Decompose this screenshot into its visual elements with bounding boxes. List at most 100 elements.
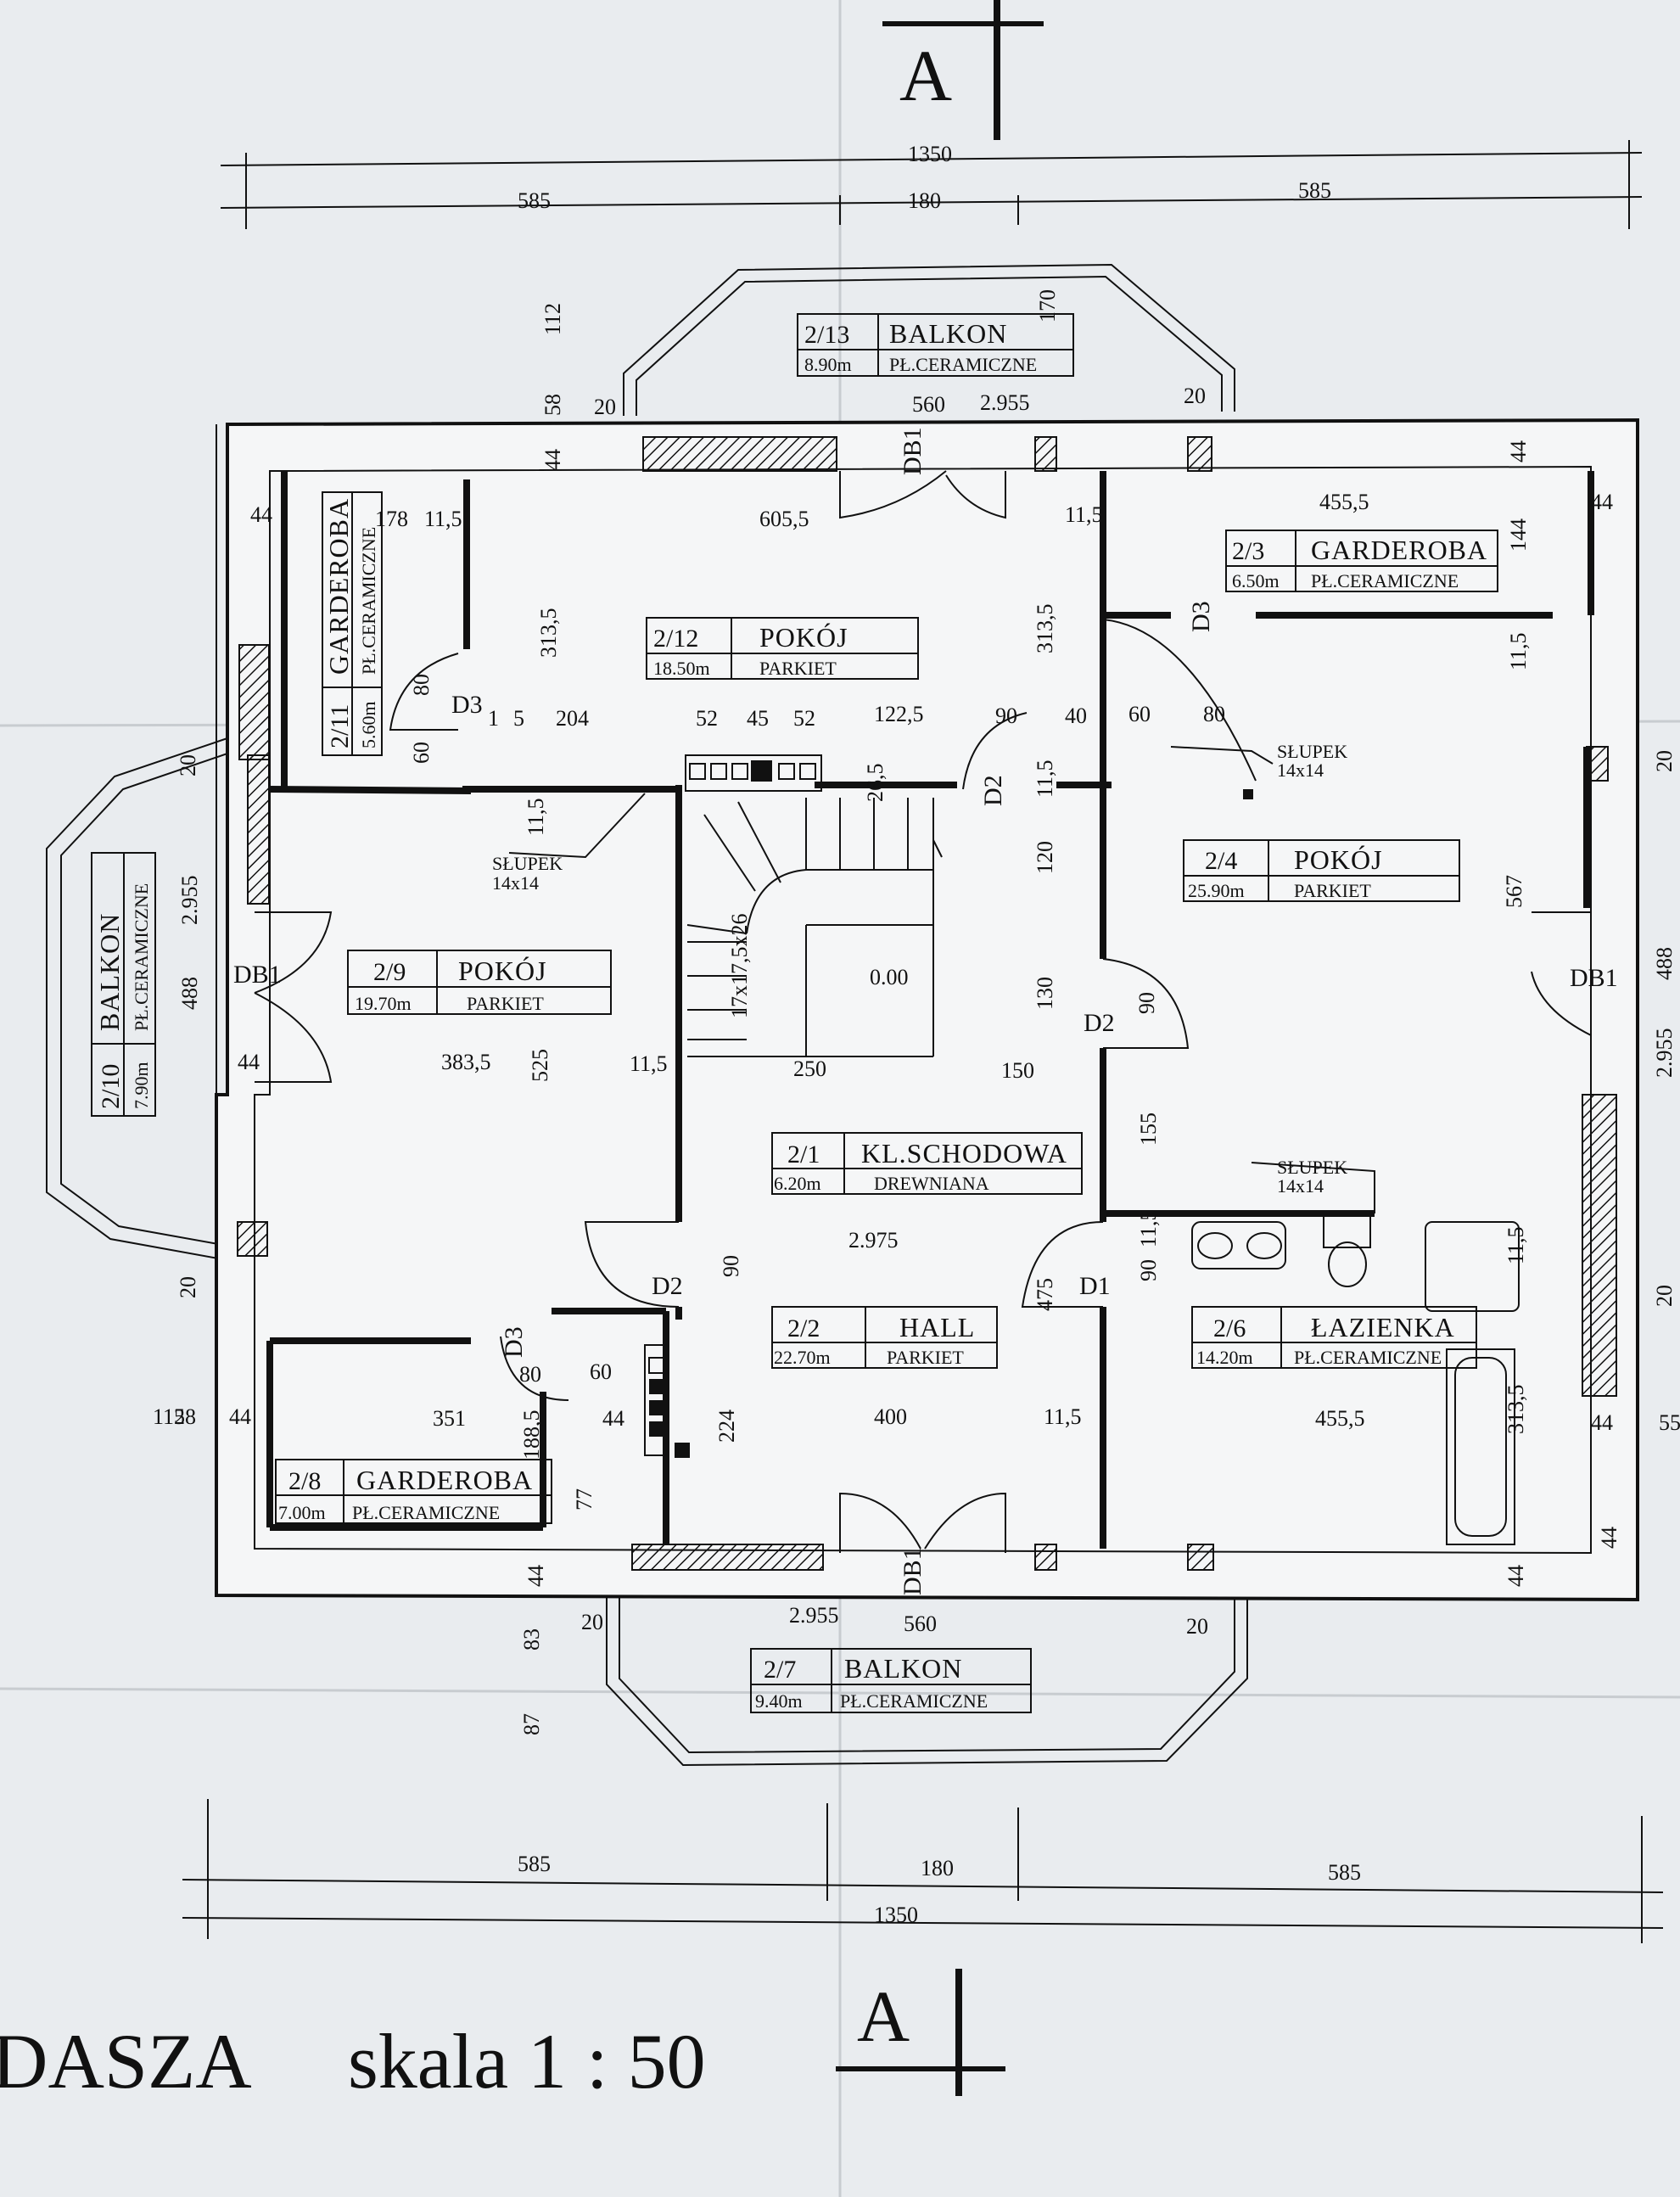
- interior-walls: [266, 471, 1594, 1549]
- label-dimensions-d_44: 44: [1591, 1410, 1613, 1435]
- room-2-9-label: 2/9 POKÓJ 19.70m PARKIET: [347, 950, 612, 1015]
- label-rooms-r24-floor: PARKIET: [1294, 880, 1371, 901]
- label-rooms-r21-num: 2/1: [787, 1141, 820, 1169]
- label-dimensions-d_20: 20: [176, 754, 200, 776]
- label-dimensions-d_77: 77: [572, 1488, 596, 1510]
- label-rooms-r213-name: BALKON: [889, 318, 1007, 349]
- label-rooms-r211-area: 5.60m: [358, 701, 379, 748]
- label-dimensions-d_90: 90: [995, 703, 1017, 728]
- label-dimensions-d_488: 488: [1652, 947, 1677, 980]
- slupki: [508, 746, 1375, 1458]
- label-dimensions-d_44: 44: [238, 1050, 260, 1074]
- label-dimensions-d_555: 55: [1659, 1410, 1680, 1435]
- label-dimensions-d_44: 44: [1506, 440, 1531, 462]
- bathroom-fixtures: [1191, 1213, 1520, 1545]
- label-dimensions-d_115: 11,5: [1136, 1209, 1161, 1247]
- label-dimensions-d_6055: 605,5: [759, 507, 809, 531]
- label-rooms-r29-num: 2/9: [373, 958, 406, 986]
- label-rooms-r212-area: 18.50m: [653, 658, 710, 679]
- label-dimensions-d_144: 144: [1506, 518, 1531, 552]
- room-2-1-label: 2/1 KL.SCHODOWA 6.20m DREWNIANA: [771, 1132, 1083, 1195]
- label-dimensions-d_567: 567: [1502, 875, 1526, 908]
- label-dimensions-d_44: 44: [250, 502, 272, 527]
- label-labels-d2: D2: [979, 775, 1007, 806]
- room-2-2-label: 2/2 HALL 22.70m PARKIET: [771, 1306, 998, 1369]
- label-dimensions-d_488: 488: [177, 977, 202, 1010]
- label-rooms-r26-num: 2/6: [1213, 1314, 1246, 1342]
- label-rooms-r213-area: 8.90m: [804, 354, 852, 375]
- label-rooms-r23-name: GARDEROBA: [1311, 535, 1487, 565]
- label-rooms-r210-num: 2/10: [97, 1064, 125, 1109]
- label-dimensions-d_20: 20: [1652, 750, 1677, 772]
- label-dimensions-d_3835: 383,5: [441, 1050, 491, 1074]
- label-labels-slupek_size: 14x14: [1277, 759, 1324, 781]
- balcony-2-13-outline: [623, 263, 1235, 416]
- label-rooms-r28-floor: PŁ.CERAMICZNE: [352, 1502, 500, 1523]
- label-rooms-r27-floor: PŁ.CERAMICZNE: [840, 1690, 988, 1712]
- label-dimensions-d_3135: 313,5: [1033, 604, 1057, 654]
- label-dimensions-d_20: 20: [594, 395, 616, 419]
- label-rooms-r29-name: POKÓJ: [458, 956, 547, 986]
- label-dimensions-d_130: 130: [1033, 977, 1057, 1010]
- label-rooms-r22-num: 2/2: [787, 1314, 820, 1342]
- label-rooms-r24-num: 2/4: [1205, 847, 1237, 875]
- staircase: [685, 754, 943, 1057]
- bottom-dimensions: 585 180 585 1350: [182, 1799, 1664, 1943]
- plan-title: DASZA: [0, 2018, 252, 2105]
- label-rooms-r23-floor: PŁ.CERAMICZNE: [1311, 570, 1459, 591]
- room-2-4-label: 2/4 POKÓJ 25.90m PARKIET: [1183, 839, 1460, 902]
- plan-scale: skala 1 : 50: [348, 2018, 706, 2105]
- label-labels-d2: D2: [1084, 1009, 1115, 1037]
- label-rooms-r22-floor: PARKIET: [887, 1347, 964, 1368]
- label-dimensions-d_115: 11,5: [424, 507, 462, 531]
- label-rooms-r211-floor: PŁ.CERAMICZNE: [358, 527, 379, 675]
- label-dimensions-d_52: 52: [696, 706, 718, 731]
- label-rooms-r210-area: 7.90m: [131, 1062, 152, 1109]
- label-dimensions-d_2955: 2.955: [177, 876, 202, 926]
- label-dimensions-d_115: 11,5: [1065, 502, 1103, 527]
- label-dimensions-d_90: 90: [719, 1255, 743, 1277]
- label-dimensions-d_115: 11,5: [1504, 1226, 1528, 1264]
- label-rooms-r212-num: 2/12: [653, 625, 698, 653]
- label-rooms-r212-name: POKÓJ: [759, 622, 848, 653]
- label-dimensions-d_1885: 188,5: [519, 1410, 544, 1460]
- label-dimensions-d_20: 20: [176, 1276, 200, 1298]
- label-rooms-r210-name: BALKON: [94, 913, 125, 1031]
- label-labels-slupek: SŁUPEK: [1277, 1157, 1347, 1178]
- label-rooms-r213-num: 2/13: [804, 321, 849, 349]
- dim-bottom-mid: 180: [921, 1856, 954, 1880]
- label-rooms-r21-area: 6.20m: [774, 1173, 821, 1194]
- label-dimensions-d_2955: 2.955: [789, 1603, 839, 1628]
- label-dimensions-d_90: 90: [1136, 1259, 1161, 1281]
- label-rooms-r23-area: 6.50m: [1232, 570, 1280, 591]
- label-rooms-r21-name: KL.SCHODOWA: [861, 1138, 1067, 1169]
- label-dimensions-d_80: 80: [409, 674, 434, 696]
- label-rooms-r211-name: GARDEROBA: [323, 498, 354, 675]
- label-rooms-r23-num: 2/3: [1232, 537, 1264, 565]
- label-rooms-r24-name: POKÓJ: [1294, 844, 1383, 875]
- room-2-11-label: 2/11 GARDEROBA 5.60m PŁ.CERAMICZNE: [322, 491, 383, 756]
- label-dimensions-d_44: 44: [1597, 1527, 1621, 1549]
- label-rooms-r210-floor: PŁ.CERAMICZNE: [131, 883, 152, 1031]
- label-dimensions-d_20: 20: [1184, 384, 1206, 408]
- label-dimensions-d_80: 80: [519, 1362, 541, 1387]
- section-marker-bottom: A: [836, 1969, 1005, 2096]
- label-dimensions-d_44: 44: [1504, 1565, 1528, 1587]
- label-dimensions-d_475: 475: [1033, 1278, 1057, 1311]
- label-dimensions-d_112: 112: [153, 1404, 185, 1429]
- label-dimensions-d_44: 44: [229, 1404, 251, 1429]
- label-dimensions-d_60: 60: [590, 1359, 612, 1384]
- hatched-walls: [237, 436, 1617, 1571]
- label-dimensions-d_120: 120: [1033, 841, 1057, 874]
- label-labels-d3: D3: [1187, 601, 1215, 632]
- room-2-13-label: 2/13 BALKON 8.90m PŁ.CERAMICZNE: [797, 313, 1074, 377]
- label-rooms-r212-floor: PARKIET: [759, 658, 837, 679]
- label-dimensions-d_83: 83: [519, 1628, 544, 1651]
- label-rooms-r21-floor: DREWNIANA: [874, 1173, 989, 1194]
- label-dimensions-d_224: 224: [714, 1410, 739, 1443]
- room-2-6-label: 2/6 ŁAZIENKA 14.20m PŁ.CERAMICZNE: [1191, 1306, 1477, 1369]
- label-dimensions-d_3135: 313,5: [1504, 1385, 1528, 1435]
- dim-top-total: 1350: [908, 142, 952, 166]
- door-labels: DB1 DB1 DB1 DB1 D2 D2 D2 D1 D3 D3 D3 SŁU…: [233, 427, 1618, 1595]
- label-labels-db1: DB1: [233, 961, 282, 989]
